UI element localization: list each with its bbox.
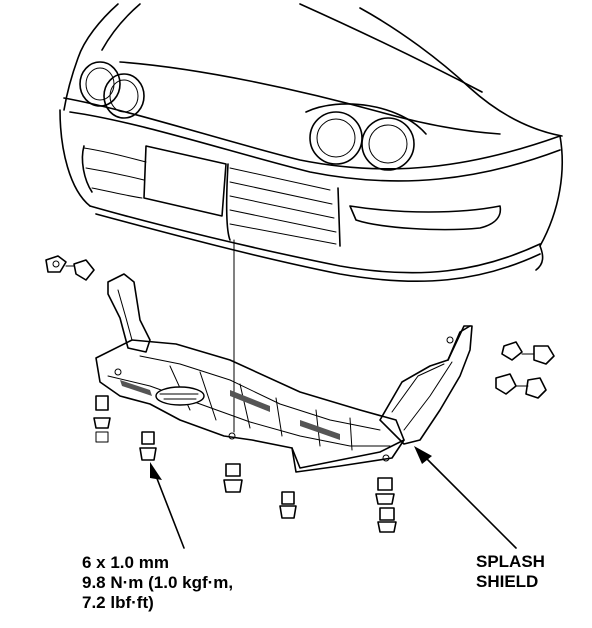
bolt-center-2 — [279, 491, 297, 519]
clip-top-left — [45, 255, 95, 281]
torque-imperial: 7.2 lbf·ft) — [82, 593, 154, 612]
clips-right — [495, 341, 555, 399]
part-label-line1: SPLASH — [476, 552, 545, 571]
torque-metric: 9.8 N·m (1.0 kgf·m, — [82, 573, 234, 592]
fastener-size: 6 x 1.0 mm — [82, 553, 169, 572]
part-label-line2: SHIELD — [476, 572, 539, 591]
leader-arrows — [150, 446, 517, 549]
bolt-right-2 — [377, 507, 397, 533]
shield-arrowhead-icon — [414, 446, 432, 464]
bolt-left-2 — [139, 431, 157, 461]
bolt-left-1 — [93, 395, 111, 443]
spec-arrowhead-icon — [150, 462, 162, 480]
splash-shield-label: SPLASH SHIELD — [476, 552, 545, 592]
splash-shield — [95, 273, 473, 473]
bolt-center-1 — [223, 463, 243, 493]
car-front — [59, 3, 563, 433]
fasteners — [45, 255, 555, 533]
bolt-right-1 — [375, 477, 395, 505]
fastener-spec-callout: 6 x 1.0 mm 9.8 N·m (1.0 kgf·m, 7.2 lbf·f… — [82, 553, 233, 613]
